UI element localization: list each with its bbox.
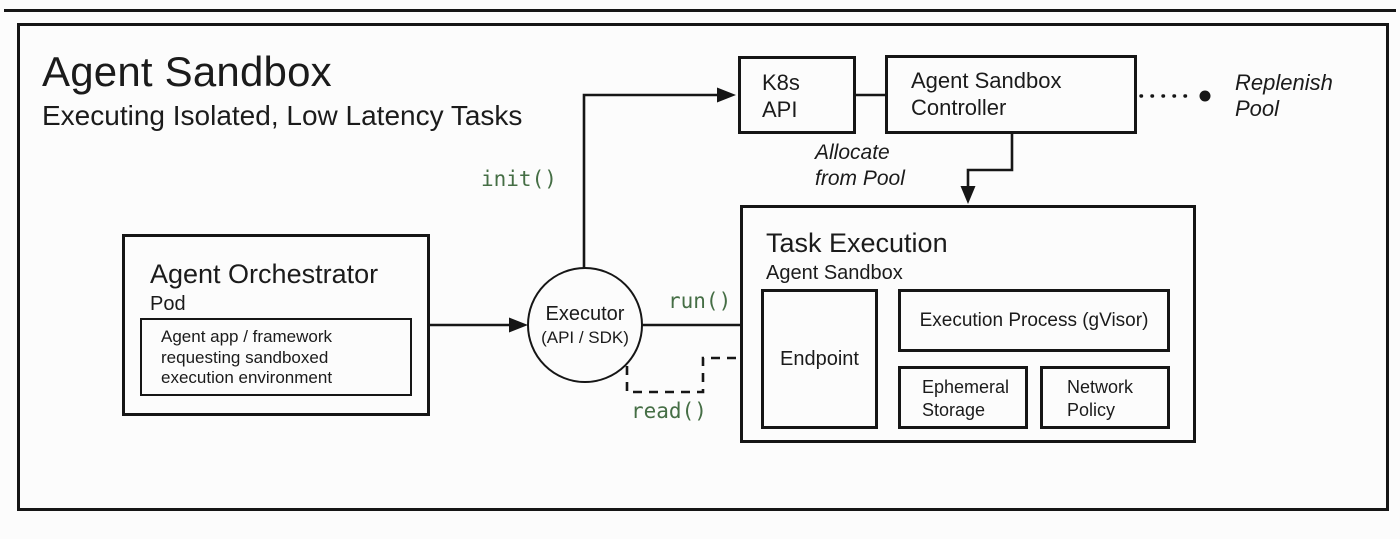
label-run-call: run() (668, 289, 732, 313)
node-ephemeral-storage-label: Ephemeral Storage (922, 377, 1010, 420)
annotation-allocate-from-pool: Allocate from Pool (815, 141, 905, 190)
node-agent-sandbox-controller-label: Agent Sandbox Controller (911, 68, 1062, 120)
node-agent-sandbox-controller: Agent Sandbox Controller (885, 55, 1137, 134)
node-k8s-api-label: K8s API (762, 70, 800, 122)
node-executor-title: Executor (545, 302, 625, 325)
annotation-replenish-pool: Replenish Pool (1235, 70, 1333, 121)
node-endpoint: Endpoint (761, 289, 878, 429)
node-execution-process-label: Execution Process (gVisor) (919, 309, 1149, 331)
node-task-execution: Task Execution Agent Sandbox Endpoint Ex… (740, 205, 1196, 443)
node-agent-orchestrator-title: Agent Orchestrator (150, 259, 379, 289)
node-agent-orchestrator-subtitle: Pod (150, 293, 186, 315)
node-agent-app: Agent app / framework requesting sandbox… (140, 318, 412, 396)
node-agent-app-label: Agent app / framework requesting sandbox… (161, 327, 333, 387)
node-endpoint-label: Endpoint (780, 347, 859, 370)
node-executor: Executor (API / SDK) (527, 267, 643, 383)
label-init-call: init() (481, 167, 557, 191)
page-subtitle: Executing Isolated, Low Latency Tasks (42, 100, 523, 131)
node-task-execution-title: Task Execution (766, 228, 948, 258)
top-divider-line (4, 9, 1396, 12)
node-network-policy: Network Policy (1040, 366, 1170, 429)
node-executor-subtitle: (API / SDK) (541, 327, 629, 347)
node-network-policy-label: Network Policy (1067, 377, 1134, 420)
node-task-execution-subtitle: Agent Sandbox (766, 262, 903, 284)
page-title: Agent Sandbox (42, 48, 332, 95)
diagram-frame (17, 23, 1389, 511)
node-agent-orchestrator: Agent Orchestrator Pod Agent app / frame… (122, 234, 430, 416)
node-execution-process: Execution Process (gVisor) (898, 289, 1170, 352)
node-k8s-api: K8s API (738, 56, 856, 134)
label-read-call: read() (631, 399, 707, 423)
node-ephemeral-storage: Ephemeral Storage (898, 366, 1028, 429)
node-executor-text: Executor (API / SDK) (541, 303, 629, 348)
